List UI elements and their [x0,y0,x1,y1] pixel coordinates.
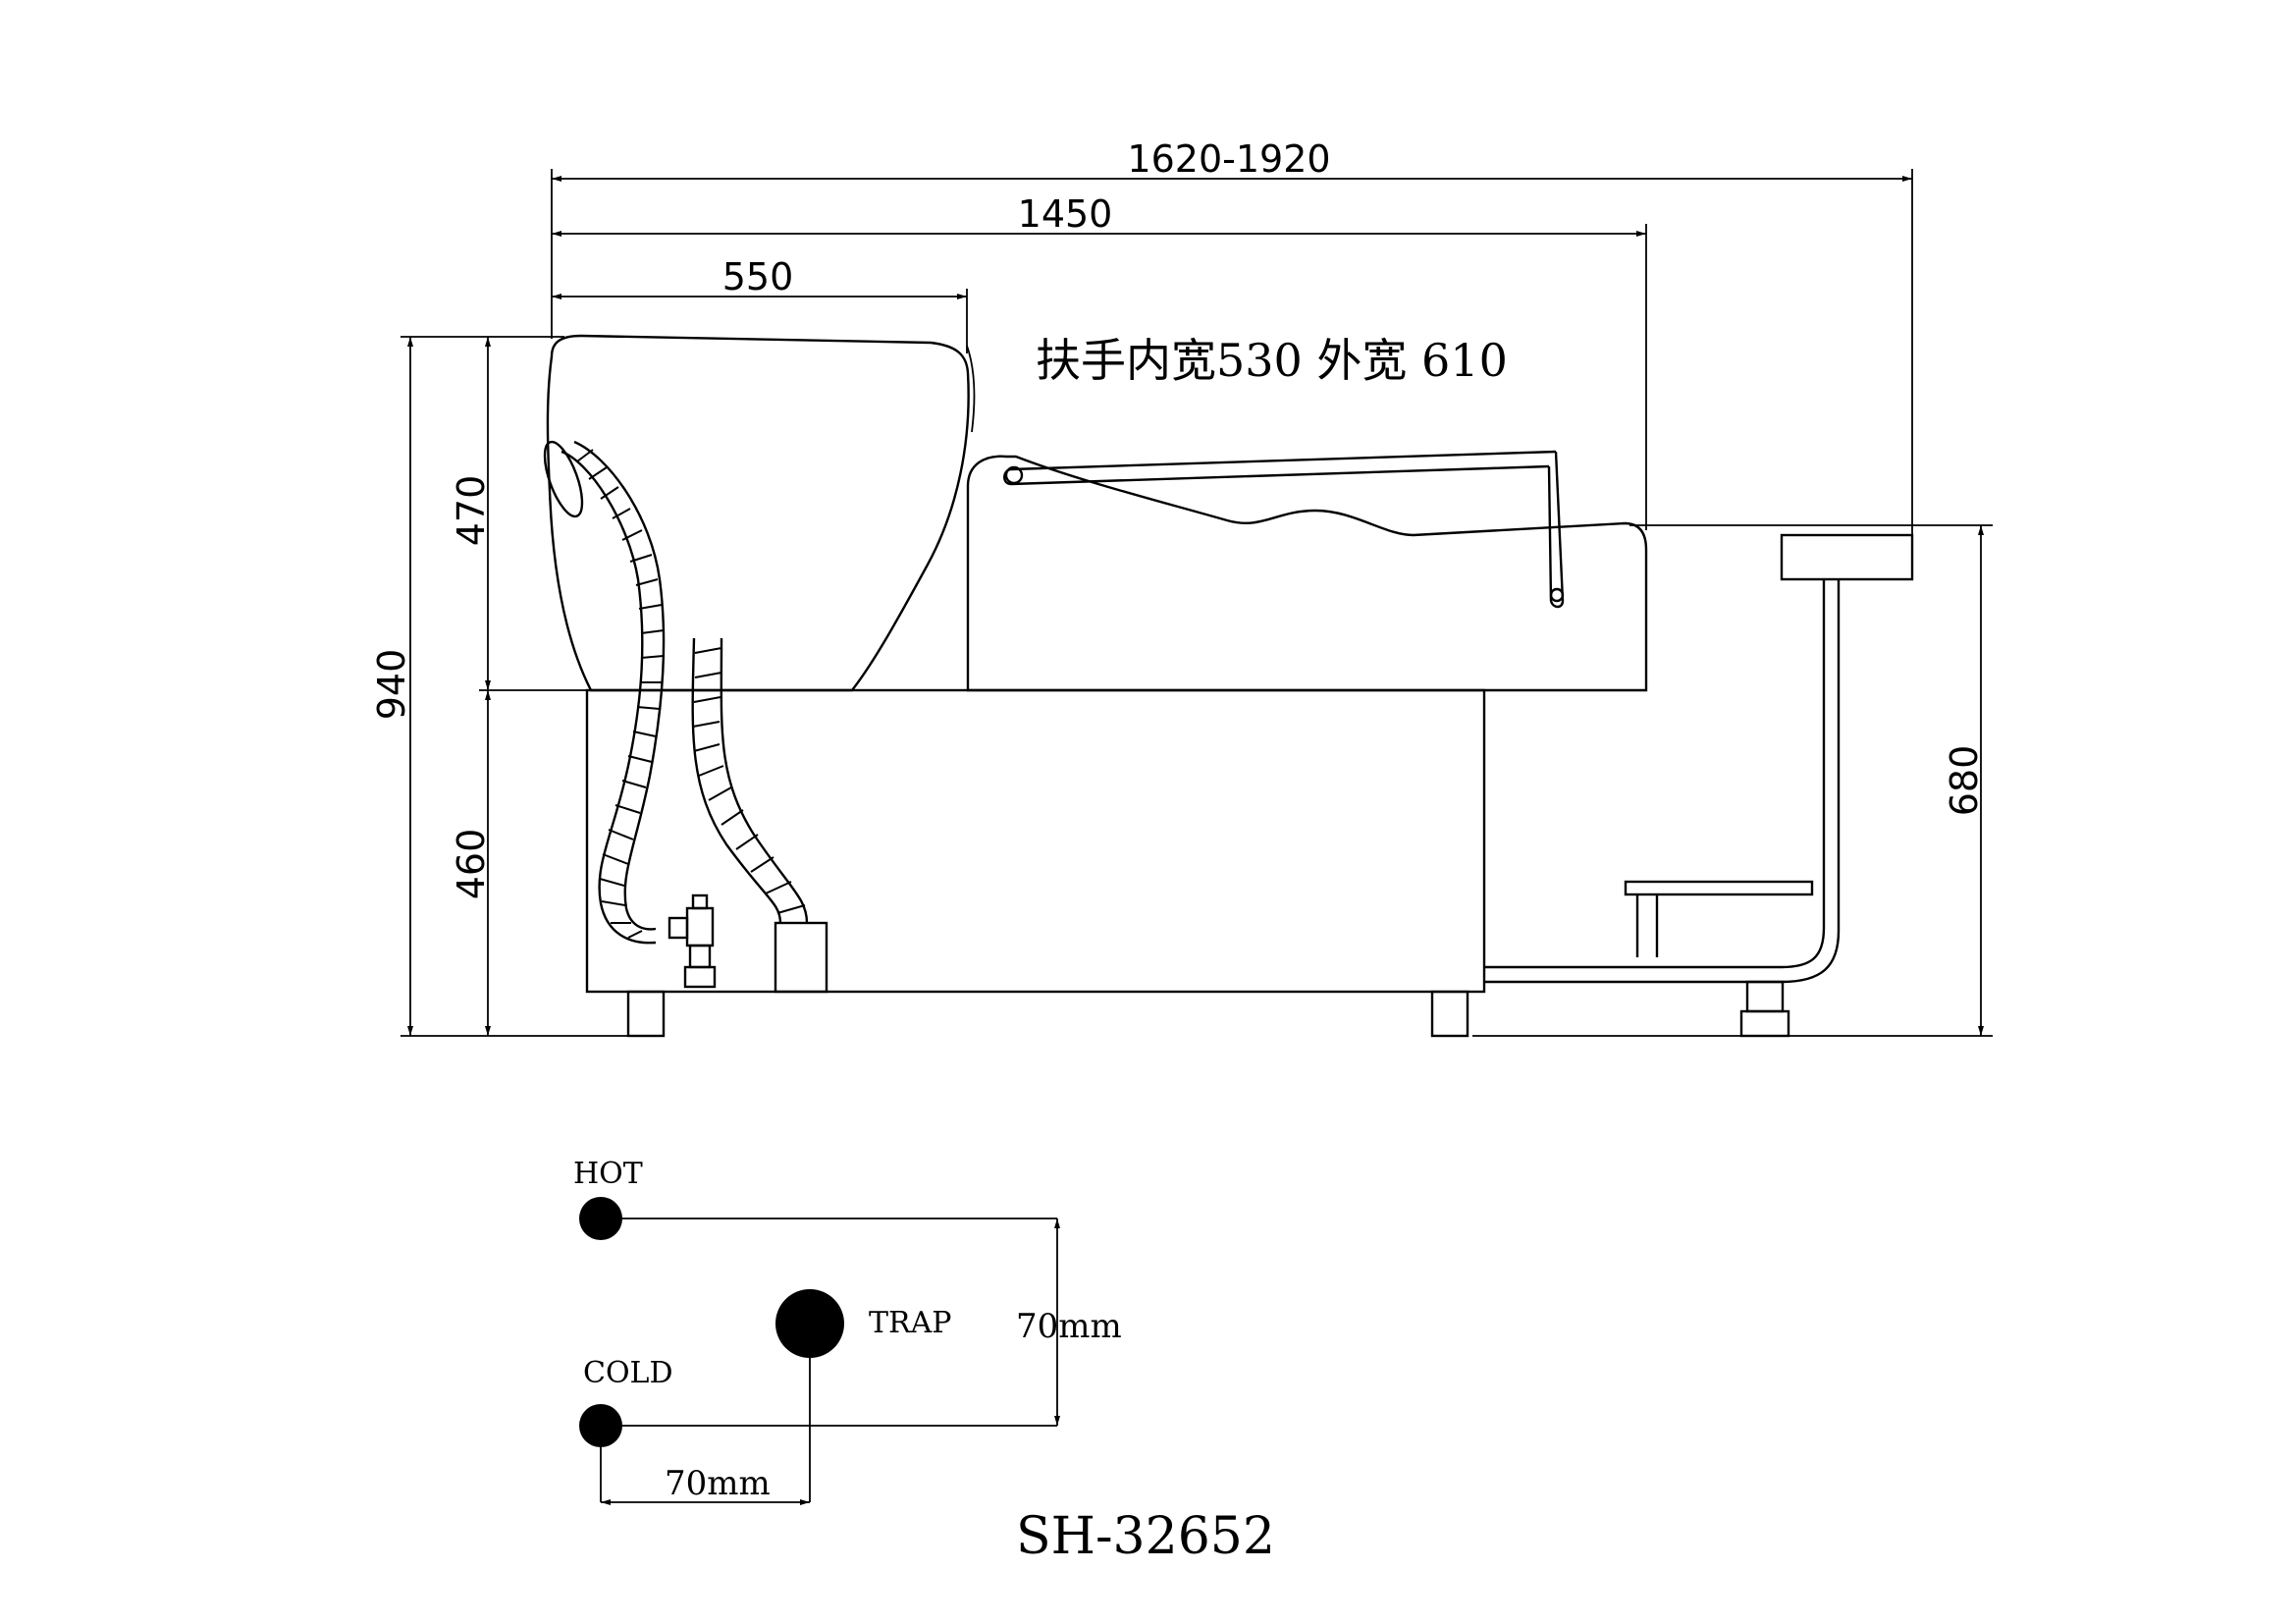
bowl-height-label: 470 [450,475,493,547]
cold-label: COLD [583,1356,673,1390]
water-hose [561,440,717,989]
overall-length-label: 1620-1920 [1127,137,1330,181]
hot-label: HOT [573,1157,643,1191]
foot-bar [1624,880,1814,896]
footrest-height-label: 680 [1943,745,1986,817]
body-length-label: 1450 [1018,192,1113,236]
cabinet-foot-left [626,990,666,1038]
faucet-valve [667,893,717,989]
cabinet-foot-right [1430,990,1469,1038]
plumbing-layout [579,1197,1060,1505]
dimension-lines [400,169,1993,1037]
armrest-width-note: 扶手内宽530 外宽 610 [1036,334,1508,387]
footrest-post [1484,579,1826,969]
seat-cushion [966,455,1648,692]
drain-trap [774,921,828,994]
vertical-spacing-label: 70mm [1016,1307,1122,1346]
armrest [1003,450,1565,609]
trap-label: TRAP [869,1306,951,1340]
model-number: SH-32652 [1016,1507,1275,1566]
bowl-length-label: 550 [722,255,794,298]
base-cabinet [585,688,1486,994]
neck-rest [543,440,584,518]
wash-bowl [546,334,970,692]
shampoo-unit [543,334,1914,1038]
drain-hose [691,637,828,994]
footrest-pad [1780,533,1914,581]
horizontal-spacing-label: 70mm [665,1464,771,1503]
total-height-label: 940 [370,649,413,721]
footrest-foot [1745,980,1785,1013]
base-height-label: 460 [450,829,493,900]
